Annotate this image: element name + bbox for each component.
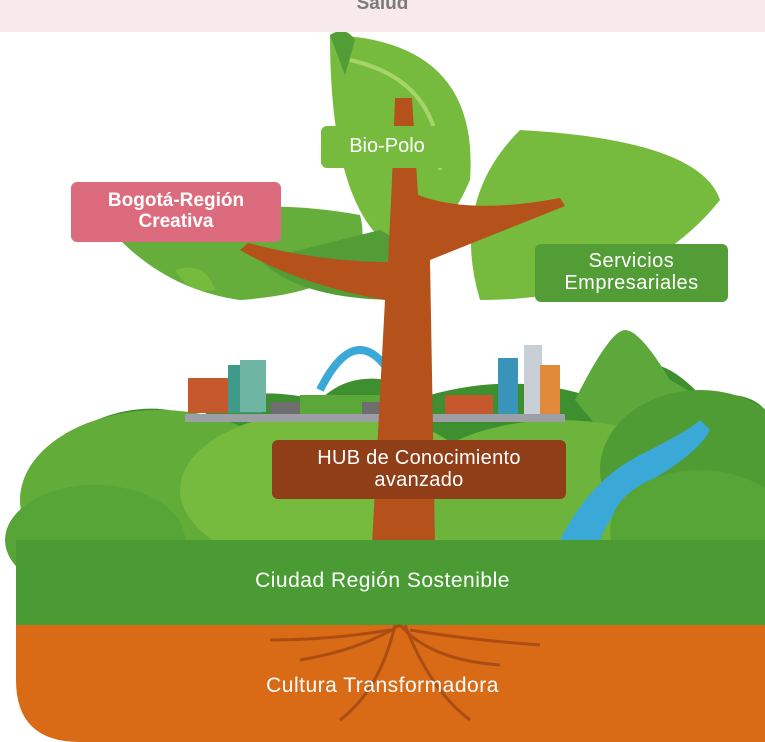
tree-roots: [269, 623, 541, 722]
hub-conocimiento-label: HUB de Conocimiento avanzado: [272, 440, 566, 499]
servicios-empresariales-label: Servicios Empresariales: [535, 244, 728, 302]
servicios-line-1: Servicios: [588, 250, 675, 273]
cultura-transformadora-label: Cultura Transformadora: [266, 674, 499, 697]
hub-line-2: avanzado: [374, 468, 464, 491]
bogota-region-creativa-label: Bogotá-Región Creativa: [71, 182, 281, 242]
ciudad-region-label: Ciudad Región Sostenible: [255, 569, 510, 592]
tree-trunk: [240, 98, 565, 545]
ciudad-region-band: [16, 540, 765, 625]
top-banner-label: Salud: [356, 0, 409, 14]
bogota-region-line-1: Bogotá-Región: [107, 190, 245, 212]
tree-leaves: [120, 31, 720, 300]
top-banner: Salud: [0, 0, 765, 32]
servicios-line-2: Empresariales: [564, 272, 699, 294]
river: [560, 420, 710, 540]
bogota-region-line-2: Creativa: [138, 211, 214, 232]
bio-polo-label: Bio-Polo: [321, 126, 453, 168]
hub-line-1: HUB de Conocimiento: [317, 446, 521, 469]
soil-band: [16, 625, 765, 742]
city-skyline: [185, 345, 565, 422]
